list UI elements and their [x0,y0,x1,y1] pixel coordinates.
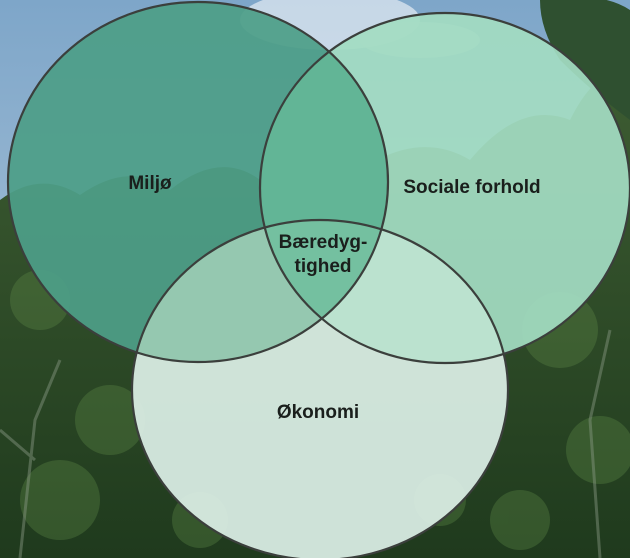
overlap-miljo-okonomi [132,220,388,362]
label-center-line2: tighed [295,256,352,277]
tree-top-right [540,0,630,120]
venn-shapes [6,0,630,558]
overlap-sociale-okonomi [260,220,508,363]
label-okonomi: Økonomi [277,402,359,423]
label-sociale-forhold: Sociale forhold [403,177,540,198]
venn-outlines [6,0,630,558]
label-center-line1: Bæredyg- [279,232,368,253]
label-miljo: Miljø [128,173,172,194]
tree-branches [0,329,612,558]
